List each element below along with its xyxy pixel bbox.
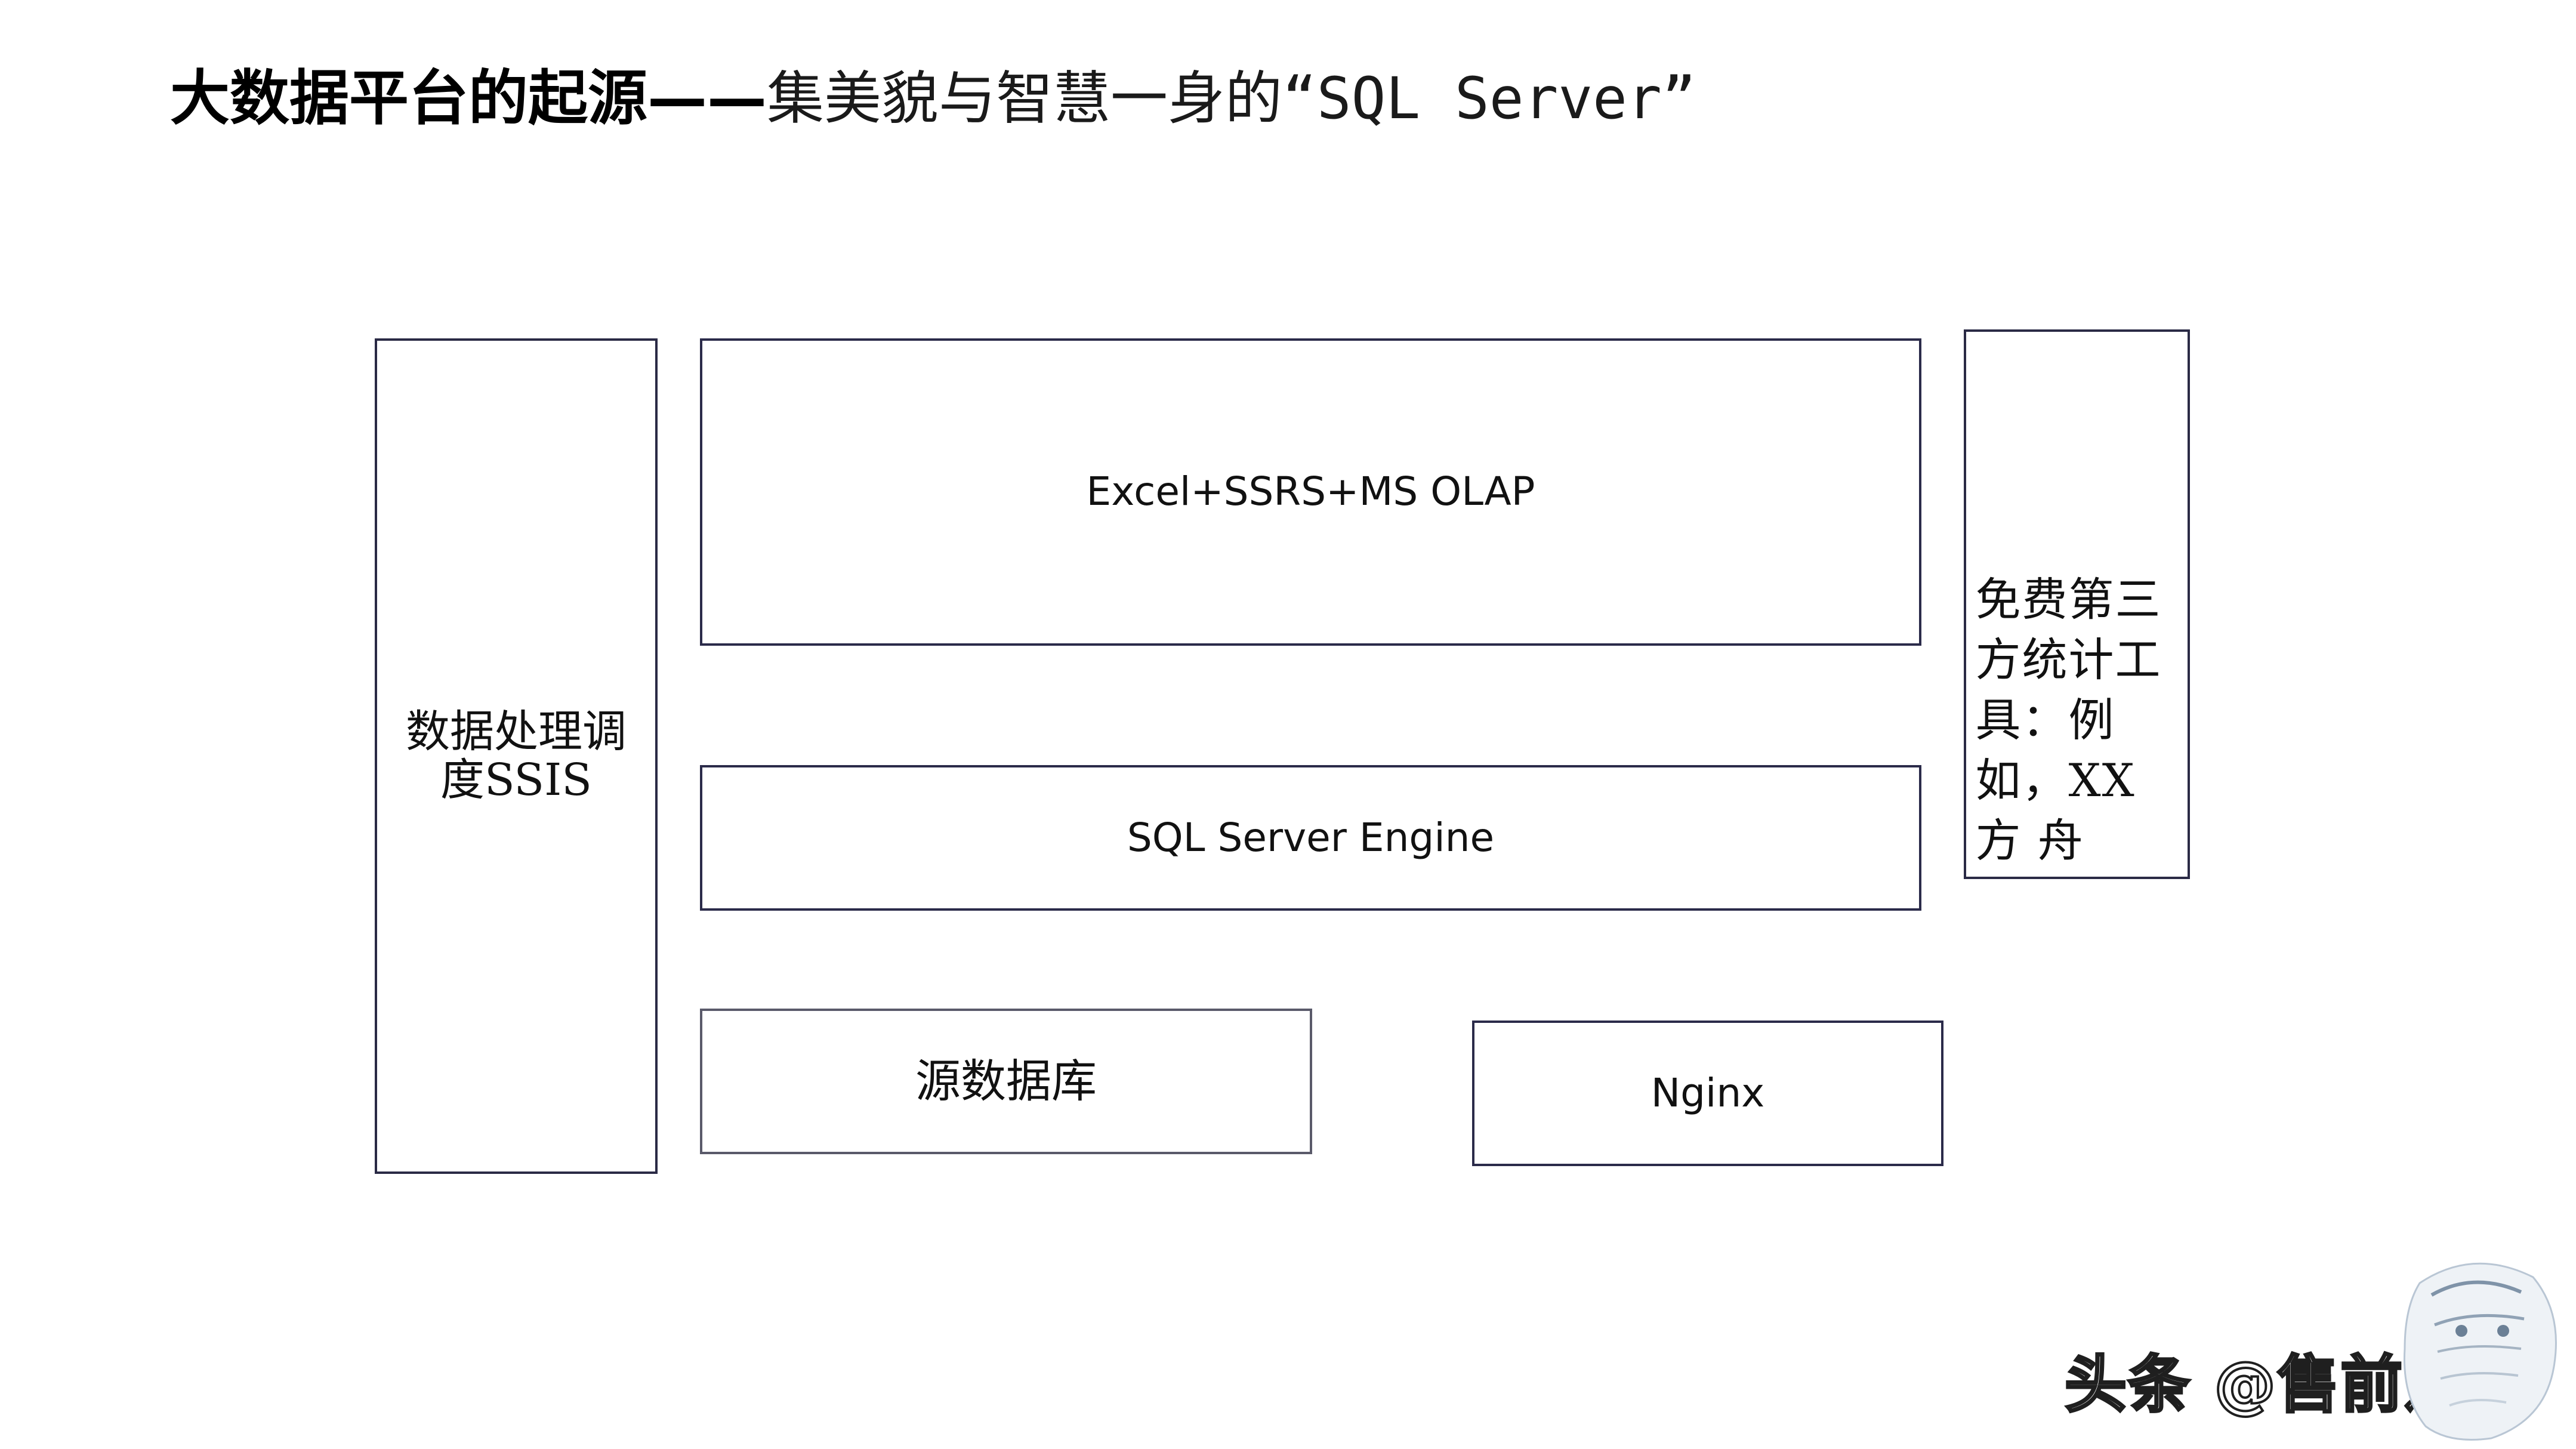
sql-server-engine-box: SQL Server Engine xyxy=(700,765,1921,911)
page-title-normal: 集美貌与智慧一身的“SQL Server” xyxy=(767,65,1696,132)
nginx-label: Nginx xyxy=(1651,1069,1765,1116)
excel-ssrs-olap-box: Excel+SSRS+MS OLAP xyxy=(700,338,1921,646)
ssis-label: 数据处理调度SSIS xyxy=(406,705,627,806)
page-title: 大数据平台的起源—— 集美貌与智慧一身的“SQL Server” xyxy=(170,57,1696,140)
third-party-stats-label: 免费第三方统计工具：例如，XX方 舟 xyxy=(1975,572,2162,867)
third-party-stats-box: 免费第三方统计工具：例如，XX方 舟 xyxy=(1964,329,2190,879)
source-database-box: 源数据库 xyxy=(700,1009,1312,1154)
sql-server-engine-label: SQL Server Engine xyxy=(1127,814,1495,861)
page-title-bold: 大数据平台的起源—— xyxy=(170,63,767,133)
source-database-label: 源数据库 xyxy=(915,1054,1097,1108)
excel-ssrs-olap-label: Excel+SSRS+MS OLAP xyxy=(1086,468,1535,515)
watermark-logo xyxy=(2403,1262,2557,1441)
ssis-box: 数据处理调度SSIS xyxy=(375,338,658,1174)
logo-face-icon xyxy=(2403,1262,2557,1441)
nginx-box: Nginx xyxy=(1472,1021,1943,1166)
